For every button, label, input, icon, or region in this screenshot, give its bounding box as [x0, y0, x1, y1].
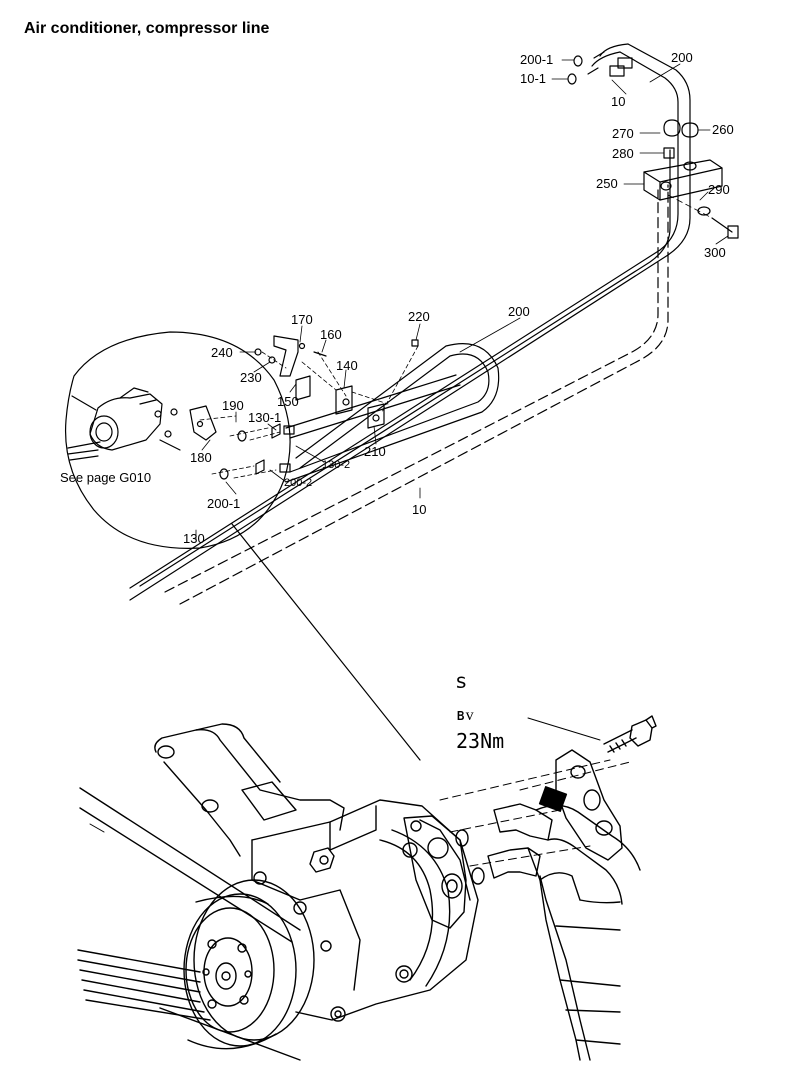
leaders-top [551, 59, 729, 245]
hose-lines [129, 43, 691, 605]
callout-250: 250 [596, 176, 618, 191]
callout-200-1-top: 200-1 [520, 52, 553, 67]
dashed-links [199, 345, 419, 479]
callouts: 200-1 10-1 200 10 270 260 280 250 290 30… [60, 50, 734, 546]
callout-180: 180 [190, 450, 212, 465]
leaders-mid [195, 317, 521, 541]
compressor-assembly [77, 715, 657, 1061]
torque-line-2: ʙᴠ [456, 705, 474, 724]
callout-280: 280 [612, 146, 634, 161]
bolt-300 [697, 206, 739, 239]
callout-240: 240 [211, 345, 233, 360]
see-page-reference: See page G010 [60, 470, 151, 485]
callout-130: 130 [183, 531, 205, 546]
callout-270: 270 [612, 126, 634, 141]
callout-200-mid: 200 [508, 304, 530, 319]
callout-160: 160 [320, 327, 342, 342]
callout-10-1: 10-1 [520, 71, 546, 86]
callout-130-2: 130-2 [322, 459, 350, 471]
torque-spec: ꜱ ʙᴠ 23Nm [456, 669, 504, 753]
detail-circle [64, 331, 291, 549]
callout-200-1-low: 200-1 [207, 496, 240, 511]
clamp-parts [219, 335, 419, 480]
callout-200-2: 200-2 [284, 477, 312, 489]
callout-220: 220 [408, 309, 430, 324]
top-fittings [567, 51, 699, 159]
callout-140: 140 [336, 358, 358, 373]
detail-leader [231, 523, 421, 761]
callout-230: 230 [240, 370, 262, 385]
callout-170: 170 [291, 312, 313, 327]
callout-190: 190 [222, 398, 244, 413]
torque-value: 23Nm [456, 729, 504, 753]
callout-260: 260 [712, 122, 734, 137]
torque-line-1: ꜱ [456, 669, 466, 693]
callout-10-top: 10 [611, 94, 625, 109]
callout-130-1: 130-1 [248, 410, 281, 425]
callout-150: 150 [277, 394, 299, 409]
callout-200-top: 200 [671, 50, 693, 65]
callout-210: 210 [364, 444, 386, 459]
callout-300: 300 [704, 245, 726, 260]
callout-290: 290 [708, 182, 730, 197]
callout-10-bottom: 10 [412, 502, 426, 517]
bracket-250 [643, 159, 723, 201]
page-title: Air conditioner, compressor line [24, 20, 270, 37]
